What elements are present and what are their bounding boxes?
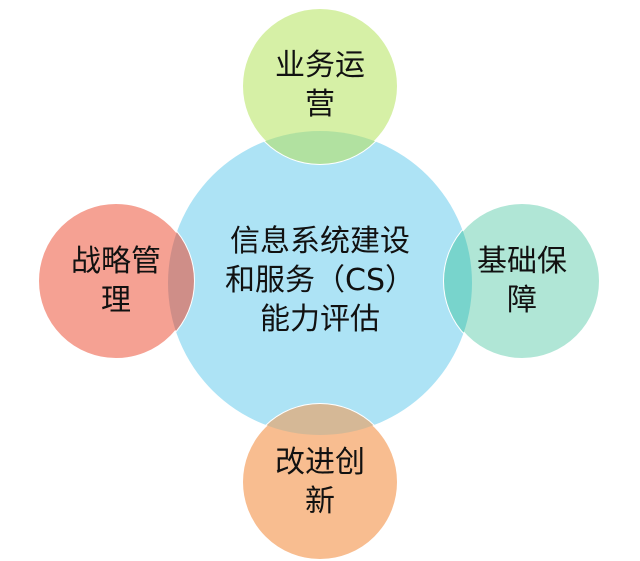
node-top-line-2: 营 (305, 87, 335, 122)
node-right-line-2: 障 (507, 283, 537, 318)
center-circle (168, 131, 472, 435)
node-label-left: 战略管 理 (46, 236, 186, 326)
node-label-top: 业务运 营 (250, 40, 390, 130)
center-line-3: 能力评估 (260, 301, 380, 337)
node-left-line-1: 战略管 (71, 244, 161, 279)
center-label: 信息系统建设 和服务（CS） 能力评估 (190, 215, 450, 345)
node-label-bottom: 改进创 新 (250, 437, 390, 527)
node-label-right: 基础保 障 (452, 236, 592, 326)
node-top-line-1: 业务运 (275, 48, 365, 83)
node-left-line-2: 理 (101, 283, 131, 318)
center-line-2: 和服务（CS） (225, 262, 415, 298)
center-line-1: 信息系统建设 (230, 223, 410, 259)
node-bottom-line-2: 新 (305, 484, 335, 519)
node-right-line-1: 基础保 (477, 244, 567, 279)
node-bottom-line-1: 改进创 (275, 445, 365, 480)
